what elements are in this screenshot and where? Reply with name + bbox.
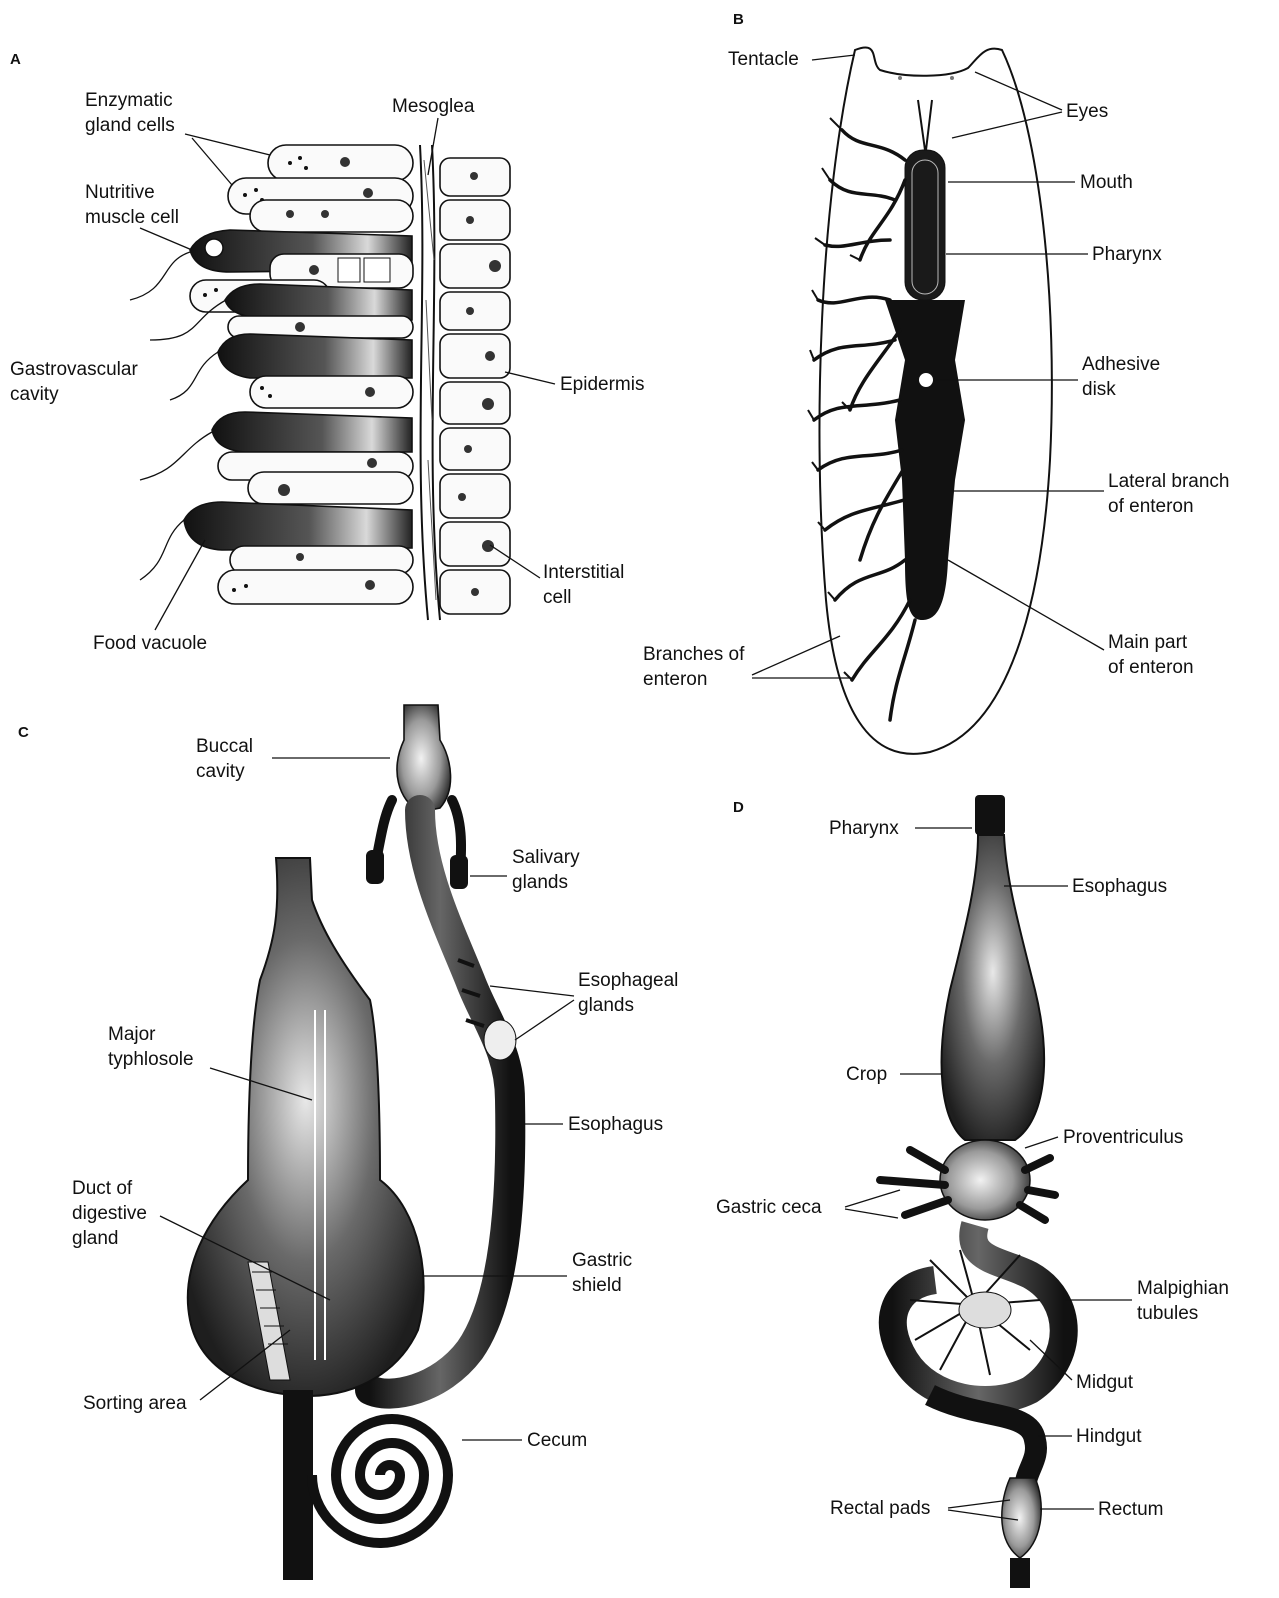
label-esophagus-c: Esophagus: [568, 1114, 663, 1135]
label-food-vacuole: Food vacuole: [93, 633, 207, 654]
label-malpighian-line2: tubules: [1137, 1303, 1198, 1324]
label-buccal-line1: Buccal: [196, 736, 253, 757]
label-duct-line3: gland: [72, 1228, 119, 1249]
panel-b-letter: B: [733, 11, 744, 28]
label-pharynx-d: Pharynx: [829, 818, 899, 839]
label-gastric-ceca: Gastric ceca: [716, 1197, 822, 1218]
label-gastric-shield-line1: Gastric: [572, 1250, 632, 1271]
panel-d-letter: D: [733, 799, 744, 816]
label-midgut: Midgut: [1076, 1372, 1134, 1393]
label-main-line2: of enteron: [1108, 657, 1194, 678]
label-duct-line2: digestive: [72, 1203, 147, 1224]
label-salivary-line1: Salivary: [512, 847, 580, 868]
label-interstitial-line2: cell: [543, 587, 572, 608]
panel-a: A: [10, 51, 644, 654]
gastrodermis-cells: [184, 145, 413, 604]
label-gastrovascular-line2: cavity: [10, 384, 59, 405]
panel-a-letter: A: [10, 51, 21, 68]
label-buccal-line2: cavity: [196, 761, 245, 782]
label-salivary-line2: glands: [512, 872, 568, 893]
label-rectum: Rectum: [1098, 1499, 1163, 1520]
label-epidermis: Epidermis: [560, 374, 644, 395]
label-enzymatic-line2: gland cells: [85, 115, 175, 136]
label-tentacle: Tentacle: [728, 49, 799, 70]
label-major-line2: typhlosole: [108, 1049, 194, 1070]
panel-d: D Pharynx Esophagus Crop Proventriculus …: [716, 795, 1229, 1588]
label-gastrovascular-line1: Gastrovascular: [10, 359, 138, 380]
label-adhesive-line1: Adhesive: [1082, 354, 1160, 375]
label-malpighian-line1: Malpighian: [1137, 1278, 1229, 1299]
label-adhesive-line2: disk: [1082, 379, 1116, 400]
label-esophageal-glands-line2: glands: [578, 995, 634, 1016]
label-pharynx-b: Pharynx: [1092, 244, 1162, 265]
label-lateral-line2: of enteron: [1108, 496, 1194, 517]
label-hindgut: Hindgut: [1076, 1426, 1142, 1447]
label-gastric-shield-line2: shield: [572, 1275, 622, 1296]
label-duct-line1: Duct of: [72, 1178, 133, 1199]
label-eyes: Eyes: [1066, 101, 1108, 122]
panel-c: C Buccal cavity Salivary glands Esophage…: [18, 705, 678, 1580]
epidermis-cells: [440, 158, 510, 614]
label-branches-line2: enteron: [643, 669, 707, 690]
label-mouth: Mouth: [1080, 172, 1133, 193]
label-nutritive-line1: Nutritive: [85, 182, 155, 203]
label-enzymatic-line1: Enzymatic: [85, 90, 173, 111]
label-cecum: Cecum: [527, 1430, 587, 1451]
label-interstitial-line1: Interstitial: [543, 562, 624, 583]
panel-c-letter: C: [18, 724, 29, 741]
label-esophageal-glands-line1: Esophageal: [578, 970, 678, 991]
label-sorting-area: Sorting area: [83, 1393, 187, 1414]
label-proventriculus: Proventriculus: [1063, 1127, 1183, 1148]
label-nutritive-line2: muscle cell: [85, 207, 179, 228]
label-lateral-line1: Lateral branch: [1108, 471, 1229, 492]
label-main-line1: Main part: [1108, 632, 1188, 653]
label-branches-line1: Branches of: [643, 644, 745, 665]
label-crop: Crop: [846, 1064, 887, 1085]
label-mesoglea: Mesoglea: [392, 96, 475, 117]
label-esophagus-d: Esophagus: [1072, 876, 1167, 897]
label-rectal-pads: Rectal pads: [830, 1498, 930, 1519]
label-major-line1: Major: [108, 1024, 156, 1045]
panel-b: B Tentacle Eyes Mouth Pharynx Adhesive d…: [643, 11, 1229, 754]
